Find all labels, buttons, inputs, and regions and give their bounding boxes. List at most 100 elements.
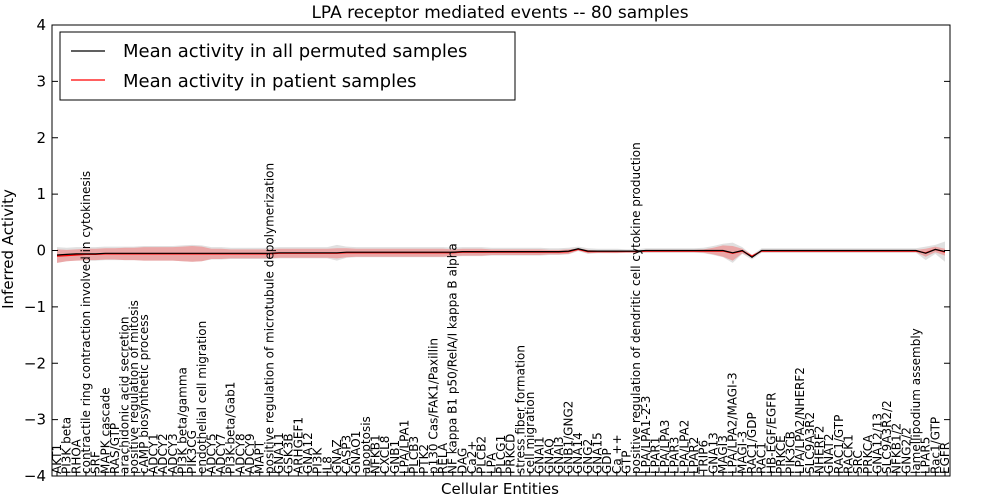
legend-label-permuted: Mean activity in all permuted samples bbox=[123, 41, 467, 62]
y-axis-label: Inferred Activity bbox=[0, 189, 17, 309]
entity-label: LPA/LPA2 bbox=[677, 420, 691, 474]
y-tick-label: −1 bbox=[24, 298, 46, 316]
entity-label: GNAZ bbox=[330, 439, 344, 474]
entity-label: LPA/LPA2/NHERF2 bbox=[793, 367, 807, 474]
entity-label: GNAI3 bbox=[552, 436, 566, 474]
entity-label: GNB1 bbox=[388, 440, 402, 474]
entity-label: GSK3B bbox=[282, 433, 296, 474]
chart-title: LPA receptor mediated events -- 80 sampl… bbox=[311, 3, 688, 23]
entity-label: GNA12 bbox=[301, 432, 315, 474]
entity-label: ADCY7 bbox=[214, 433, 228, 474]
entity-label: EGFR bbox=[938, 442, 952, 474]
entity-label: DAG bbox=[455, 448, 469, 474]
entity-label: Rac1/GTP bbox=[928, 417, 942, 474]
entity-label: MAGI3 bbox=[716, 435, 730, 474]
entity-label: LPA/LPA1 bbox=[398, 420, 412, 474]
entity-label: GNA15 bbox=[591, 432, 605, 474]
entity-label: SLC9A3R2/2 bbox=[880, 400, 894, 474]
entity-label: GNAT2 bbox=[822, 433, 836, 474]
entity-label: NF kappa B1 p50/RelA/I kappa B alpha bbox=[446, 243, 460, 474]
entity-label: RHOA bbox=[69, 438, 83, 474]
y-tick-label: −2 bbox=[24, 354, 46, 372]
entity-label: SLC9A3R2 bbox=[803, 412, 817, 474]
entity-label: positive regulation of microtubule depol… bbox=[262, 163, 276, 474]
legend: Mean activity in all permuted samples Me… bbox=[59, 31, 516, 101]
entity-label: GNG2/2 bbox=[899, 427, 913, 474]
entity-label: PIK3CB bbox=[784, 431, 798, 474]
entity-label: ADCY8 bbox=[233, 433, 247, 474]
entity-label: positive regulation of dendritic cell cy… bbox=[629, 142, 643, 474]
plot-frame bbox=[51, 24, 951, 477]
x-axis-label: Cellular Entities bbox=[441, 480, 559, 498]
entity-label: MAPT bbox=[253, 440, 267, 474]
entity-label: GNAI1 bbox=[533, 436, 547, 474]
entity-label: p130 Cas/FAK1/Paxillin bbox=[426, 338, 440, 474]
entity-label: MAGI-3 bbox=[735, 431, 749, 474]
entity-label: PIK3CG bbox=[185, 430, 199, 474]
entity-label: GTP bbox=[620, 451, 634, 474]
entity-label: NHERF2 bbox=[813, 426, 827, 474]
entity-label: LPA/LPA2/MAGI-3 bbox=[726, 372, 740, 474]
entity-label: AKT1 bbox=[50, 444, 64, 474]
entity-label: ADCY3 bbox=[166, 433, 180, 474]
entity-label: PI3K bbox=[311, 447, 325, 474]
entity-label: MAPK cascade bbox=[98, 387, 112, 474]
y-tick-label: 2 bbox=[36, 129, 46, 147]
entity-label: LPA bbox=[484, 452, 498, 474]
entity-label: apoptosis bbox=[359, 416, 373, 474]
entity-label: GNA13 bbox=[706, 432, 720, 474]
entity-label: SRF bbox=[89, 451, 103, 474]
entity-label: ADCY1 bbox=[147, 433, 161, 474]
entity-label: RAC1/GDP bbox=[745, 412, 759, 474]
legend-box bbox=[59, 31, 516, 101]
entity-label: NFKB1 bbox=[369, 434, 383, 474]
entity-label: PI3K beta/gamma bbox=[176, 367, 190, 474]
entity-label: LPAR5 bbox=[919, 437, 933, 474]
entity-label: RAC1/GTP bbox=[832, 415, 846, 474]
entity-label: RAS/GTP bbox=[108, 423, 122, 474]
entity-label: TRIP6 bbox=[697, 440, 711, 475]
entity-label: PI3K-beta/Gab1 bbox=[224, 382, 238, 474]
entity-label: SRC bbox=[851, 450, 865, 474]
entity-label: GNB1/GNG2 bbox=[562, 401, 576, 474]
y-tick-label: −3 bbox=[24, 411, 46, 429]
y-tick-label: 1 bbox=[36, 185, 46, 203]
entity-label: PLCG1 bbox=[494, 435, 508, 474]
entity-label: endothelial cell migration bbox=[195, 321, 209, 474]
entity-label: PRKCD bbox=[504, 434, 518, 474]
entity-label: ARHGEF1 bbox=[291, 417, 305, 474]
patient-variability-band bbox=[57, 245, 945, 263]
entity-label: lamellipodium assembly bbox=[909, 328, 923, 474]
entity-label: Ca ++ bbox=[610, 434, 624, 474]
entity-label: CASP3 bbox=[340, 435, 354, 474]
entity-label: LPA/LPA1-2-3 bbox=[639, 396, 653, 474]
plot-area bbox=[56, 241, 946, 263]
entity-label: RACK1 bbox=[842, 434, 856, 474]
entity-label: PRKCA bbox=[861, 434, 875, 474]
entity-label: LPAR2 bbox=[687, 437, 701, 474]
entity-label: PTK2 bbox=[417, 444, 431, 474]
y-tick-label: 0 bbox=[36, 242, 46, 260]
entity-label: ADCY5 bbox=[204, 433, 218, 474]
entity-label: GNA11 bbox=[272, 432, 286, 474]
entity-label: CXCL8 bbox=[378, 436, 392, 474]
legend-label-patient: Mean activity in patient samples bbox=[123, 71, 417, 92]
entity-label: cAMP biosynthetic process bbox=[137, 314, 151, 474]
entity-label: LPAR3 bbox=[668, 437, 682, 474]
entity-label: NFKB1/2 bbox=[890, 423, 904, 474]
entity-label: arachidonic acid secretion bbox=[118, 317, 132, 474]
entity-label: IL8 bbox=[320, 456, 334, 474]
y-tick-label: 4 bbox=[36, 16, 46, 34]
entity-label: GNG2 bbox=[581, 439, 595, 474]
entity-label: PLCB3 bbox=[407, 436, 421, 474]
entity-label: LPA/LPA3 bbox=[658, 420, 672, 474]
entity-label: GNA12/13 bbox=[870, 413, 884, 474]
entity-label: positive regulation of mitosis bbox=[127, 300, 141, 474]
entity-label: RELA bbox=[436, 442, 450, 474]
entity-label: GNAO1 bbox=[349, 431, 363, 474]
entity-label: PRKCE bbox=[774, 435, 788, 474]
entity-label: GDP bbox=[600, 448, 614, 474]
